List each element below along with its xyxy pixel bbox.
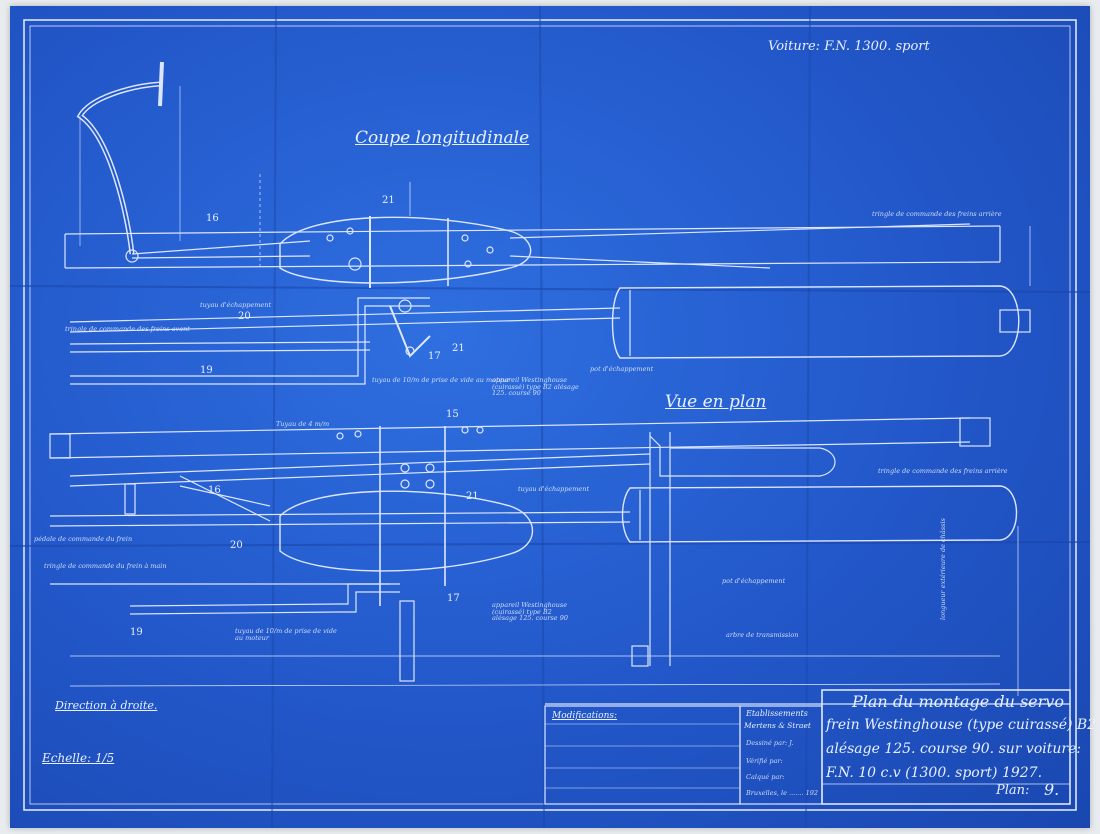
rear-brake-rod-plan [649, 435, 836, 477]
callout-exhaust-pipe-plan: tuyau d'échappement [518, 485, 590, 493]
part-number: 15 [446, 409, 459, 420]
part-number: 21 [382, 195, 395, 206]
part-number: 19 [130, 627, 143, 638]
plan-view-title: Vue en plan [665, 392, 767, 412]
part-number: 21 [452, 343, 465, 354]
vacuum-pipe-plan [340, 591, 400, 613]
callout-exhaust-pot-top: pot d'échappement [590, 365, 654, 373]
callout-brake-rod-front: tringle de commande des freins avant [65, 325, 190, 333]
fold-line [805, 6, 811, 828]
part-number: 16 [206, 213, 219, 224]
callout-brake-rod-rear-plan: tringle de commande des freins arrière [878, 467, 1008, 475]
verifie-par: Vérifié par: [746, 757, 783, 765]
pedal-linkage [131, 240, 311, 255]
inner-border [29, 25, 1071, 805]
outer-border [23, 19, 1077, 811]
blueprint-sheet: Voiture: F.N. 1300. sport Coupe longitud… [10, 6, 1100, 828]
dessine-par: Dessiné par: J. [746, 739, 794, 747]
callout-vacuum-pipe-top: tuyau de 10/m de prise de vide au moteur [372, 376, 510, 384]
part-number: 16 [208, 485, 221, 496]
callout-vacuum-pipe-plan: tuyau de 10/m de prise de vide au moteur [235, 627, 337, 642]
callout-hand-brake-rod: tringle de commande du frein à main [44, 562, 167, 570]
modifications-label: Modifications: [552, 711, 618, 721]
callout-brake-rod-rear-top: tringle de commande des freins arrière [872, 210, 1002, 218]
plan-frame-top [49, 417, 971, 435]
voiture-label: Voiture: F.N. 1300. sport [768, 39, 930, 54]
fold-line [539, 6, 545, 828]
calque-par: Calqué par: [746, 773, 785, 781]
part-number: 21 [466, 491, 479, 502]
scale-note: Echelle: 1/5 [42, 751, 115, 765]
callout-rear-length: longueur extérieure de châssis [939, 518, 947, 620]
callout-westinghouse-plan: appareil Westinghouse (cuirassé) type B2… [492, 601, 568, 622]
company-line-1: Etablissements [746, 709, 808, 718]
title-block [821, 689, 1071, 805]
pedal-arm [76, 81, 161, 255]
fold-line [10, 541, 1090, 547]
lever-top [389, 305, 431, 358]
callout-exhaust-pot-plan: pot d'échappement [722, 577, 786, 585]
vacuum-pipe-top [350, 305, 430, 385]
company-line-2: Mertens & Straet [744, 721, 811, 730]
part-number: 17 [447, 593, 460, 604]
fold-line [10, 285, 1090, 293]
exhaust-pot-top [611, 285, 1020, 359]
brake-rod-rear-top [509, 223, 971, 239]
westinghouse-cylinder-plan [279, 490, 534, 572]
part-number: 20 [238, 311, 251, 322]
exhaust-pipe-top [69, 307, 621, 323]
frame-bottom [64, 261, 1001, 269]
title-line-3: alésage 125. course 90. sur voiture: [826, 741, 1082, 757]
plan-rod [69, 453, 651, 477]
part-number: 17 [428, 351, 441, 362]
westinghouse-cylinder-top [279, 216, 532, 284]
title-line-4: F.N. 10 c.v (1300. sport) 1927. [826, 765, 1043, 781]
callout-pedal-plan: pédale de commande du frein [34, 535, 133, 543]
pedal-pad [158, 61, 164, 107]
exhaust-pipe-plan [49, 511, 631, 517]
lever-post-plan [399, 600, 415, 682]
plan-label: Plan: [996, 783, 1030, 798]
date-line: Bruxelles, le ....... 192 [746, 789, 818, 797]
longitudinal-section-title: Coupe longitudinale [355, 128, 530, 148]
title-line-1: Plan du montage du servo [852, 692, 1064, 711]
blueprint-drawing [10, 6, 1090, 828]
exhaust-pot-plan [621, 485, 1018, 543]
part-number: 19 [200, 365, 213, 376]
brake-rod-front-top [69, 341, 371, 345]
callout-transmission-shaft: arbre de transmission [726, 631, 799, 639]
callout-exhaust-pipe-top: tuyau d'échappement [200, 301, 272, 309]
fold-line [271, 6, 277, 828]
callout-westinghouse-top: appareil Westinghouse (cuirassé) type B2… [492, 376, 579, 397]
title-line-2: frein Westinghouse (type cuirassé) B2. [826, 717, 1100, 733]
direction-note: Direction à droite. [55, 699, 158, 712]
part-number: 20 [230, 540, 243, 551]
plan-number: 9. [1044, 780, 1060, 799]
pedal-pivot [125, 249, 139, 263]
callout-tube-plan: Tuyau de 4 m/m [276, 420, 330, 428]
